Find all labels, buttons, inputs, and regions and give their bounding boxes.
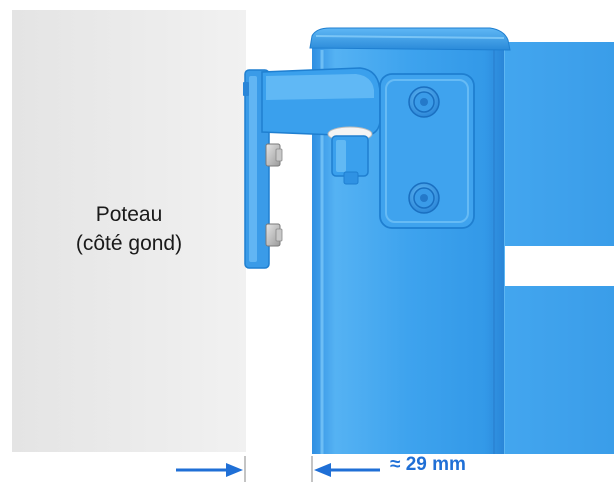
gate-panel-bottom: [500, 286, 614, 454]
screw-lower: [408, 182, 440, 214]
bolt-upper: [265, 143, 283, 167]
post-label: Poteau (côté gond): [12, 200, 246, 258]
dimension-arrow-left: [176, 463, 243, 477]
screw-upper: [408, 86, 440, 118]
gate-panel-top: [500, 42, 614, 246]
upright-cap: [309, 27, 511, 51]
post-label-line1: Poteau: [95, 203, 163, 226]
bolt-lower: [265, 223, 283, 247]
dimension-label: ≈ 29 mm: [390, 454, 466, 475]
gate-panel-gap: [500, 246, 614, 286]
post: [12, 10, 246, 452]
dimension-arrow-right: [314, 463, 380, 477]
post-label-line2: (côté gond): [75, 232, 183, 255]
hinge-gate-plate: [379, 73, 475, 229]
